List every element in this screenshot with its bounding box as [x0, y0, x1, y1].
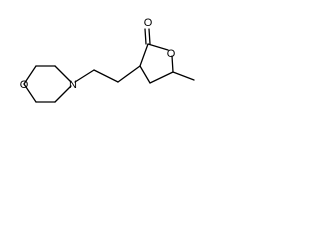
ring-oxygen-label: O	[167, 48, 176, 60]
bond-ch2-c3	[117, 65, 141, 83]
morpholine-ring	[23, 65, 72, 103]
bond-c3-c2	[139, 43, 149, 67]
bond-ring-o-c5	[171, 55, 174, 73]
bond-c4-n	[54, 85, 72, 103]
bond-o-c3	[23, 83, 37, 103]
atom-labels: O N O O	[20, 17, 176, 91]
morpholine-oxygen-label: O	[20, 79, 29, 91]
bond-ch2-ch2	[93, 69, 119, 83]
bond-carbonyl-2	[148, 28, 151, 45]
bond-carbonyl-1	[144, 28, 147, 45]
bond-c2-o	[23, 65, 37, 85]
bond-n-ch2	[74, 69, 95, 83]
bond-n-c1	[54, 65, 72, 83]
bond-c5-methyl	[172, 71, 195, 81]
bond-c4-c3	[139, 65, 151, 84]
structure-diagram: O N O O	[20, 17, 195, 103]
morpholine-nitrogen-label: N	[69, 79, 77, 91]
bond-c2-ring-o	[147, 43, 169, 51]
bond-c5-c4	[149, 71, 174, 84]
ethyl-linker	[74, 65, 141, 83]
carbonyl-oxygen-label: O	[144, 17, 153, 29]
lactone-ring	[139, 28, 195, 84]
